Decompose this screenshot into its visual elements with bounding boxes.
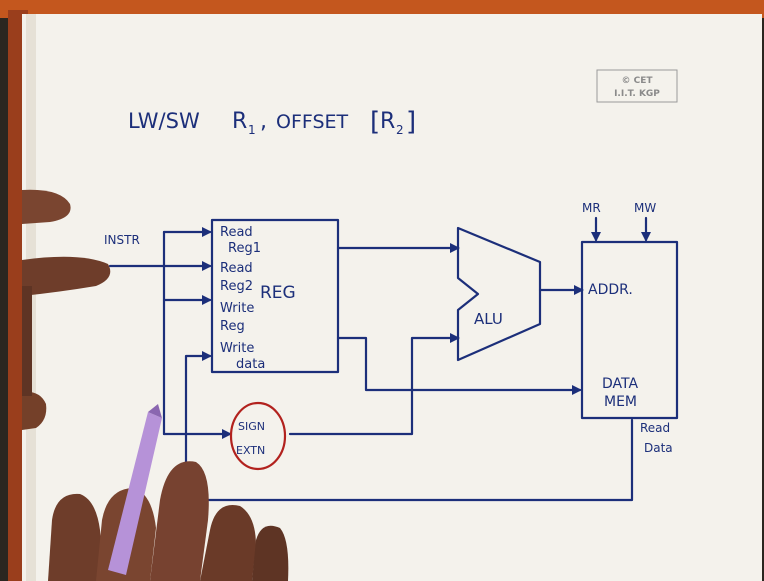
label-instr: INSTR xyxy=(104,233,140,247)
title-op: LW/SW xyxy=(128,109,200,133)
label-mw: MW xyxy=(634,201,656,215)
watermark: © CET I.I.T. KGP xyxy=(597,70,677,102)
title-r2-sub: 2 xyxy=(396,123,404,137)
label-read-data-a: Read xyxy=(640,421,670,435)
label-write-data-a: Write xyxy=(220,341,254,356)
title-comma: , xyxy=(260,109,267,134)
label-read-reg1-a: Read xyxy=(220,225,253,240)
title-r1: R xyxy=(232,109,247,134)
label-mem: MEM xyxy=(604,394,637,410)
label-write-reg-a: Write xyxy=(220,301,254,316)
watermark-line1: © CET xyxy=(621,76,653,86)
label-data: DATA xyxy=(602,376,638,392)
label-write-data-b: data xyxy=(236,357,265,372)
label-write-reg-b: Reg xyxy=(220,319,245,334)
watermark-line2: I.I.T. KGP xyxy=(614,89,660,99)
title-r1-sub: 1 xyxy=(248,123,256,137)
label-alu: ALU xyxy=(474,310,503,328)
label-reg: REG xyxy=(260,283,296,303)
title-bracket-open: [ xyxy=(370,107,380,137)
label-mr: MR xyxy=(582,201,601,215)
label-sign: SIGN xyxy=(238,420,265,433)
label-read-reg1-b: Reg1 xyxy=(228,241,261,256)
label-addr: ADDR. xyxy=(588,282,633,298)
label-read-data-b: Data xyxy=(644,441,673,455)
title-offset: OFFSET xyxy=(276,111,349,133)
label-read-reg2-a: Read xyxy=(220,261,253,276)
title-bracket-close: ] xyxy=(406,107,416,137)
label-read-reg2-b: Reg2 xyxy=(220,279,253,294)
label-extn: EXTN xyxy=(236,444,265,457)
title-r2: R xyxy=(380,109,395,134)
